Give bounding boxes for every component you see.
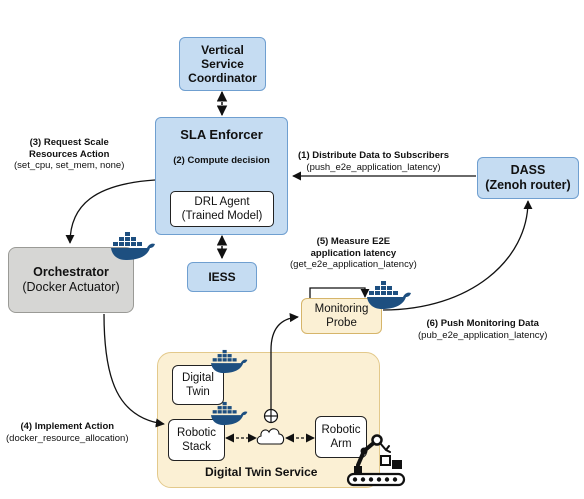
dass-node: DASS (Zenoh router)	[477, 157, 579, 199]
vsc-label-line2: Service	[201, 57, 244, 71]
edge-5-title-line1: (5) Measure E2E	[316, 236, 391, 247]
drl-agent-label-line1: DRL Agent	[194, 196, 250, 208]
edge-4-sub: (docker_resource_allocation)	[6, 432, 129, 444]
edge-junction-to-probe	[270, 313, 299, 412]
edge-5-measure-loop	[309, 287, 370, 300]
edge-1-label: (1) Distribute Data to Subscribers (push…	[298, 150, 449, 173]
drl-agent-node: DRL Agent (Trained Model)	[170, 191, 274, 227]
dass-label-line1: DASS	[510, 163, 546, 177]
edge-3-title-line1: (3) Request Scale	[29, 137, 109, 148]
robot-arm-icon	[346, 434, 406, 487]
digital-twin-node: Digital Twin	[172, 365, 224, 405]
robotic-arm-node: Robotic Arm	[315, 416, 367, 458]
orchestrator-node: Orchestrator (Docker Actuator)	[8, 247, 134, 313]
digital-twin-service-title: Digital Twin Service	[205, 465, 318, 479]
robotic-stack-label-line1: Robotic	[177, 427, 216, 439]
edge-1-sub: (push_e2e_application_latency)	[306, 161, 441, 173]
monitoring-probe-node: Monitoring Probe	[301, 298, 382, 334]
edge-6-sub: (pub_e2e_application_latency)	[418, 329, 548, 341]
orchestrator-label-line1: Orchestrator	[33, 265, 109, 279]
sla-enforcer-title: SLA Enforcer	[180, 127, 263, 142]
digital-twin-label-line1: Digital	[182, 372, 214, 384]
edge-5-title-line2: application latency	[310, 247, 397, 259]
robotic-arm-label-line2: Arm	[330, 438, 352, 450]
docker-icon	[211, 349, 248, 374]
orchestrator-label-line2: (Docker Actuator)	[22, 280, 120, 294]
robotic-stack-node: Robotic Stack	[168, 419, 225, 461]
docker-icon	[111, 232, 155, 260]
edge-4-title: (4) Implement Action	[20, 421, 115, 432]
vsc-label-line3: Coordinator	[188, 71, 257, 85]
edge-4-label: (4) Implement Action (docker_resource_al…	[6, 421, 129, 444]
monitoring-probe-label-line1: Monitoring	[314, 303, 369, 315]
edge-3-sla-to-orchestrator	[65, 179, 156, 244]
edge-3-label: (3) Request Scale Resources Action (set_…	[14, 137, 124, 172]
digital-twin-label-line2: Twin	[186, 386, 210, 398]
docker-icon	[367, 281, 411, 309]
vsc-label-line1: Vertical	[201, 43, 244, 57]
edge-6-probe-to-dass	[382, 200, 533, 311]
iess-node: IESS	[187, 262, 257, 292]
robotic-stack-label-line2: Stack	[182, 441, 211, 453]
dass-label-line2: (Zenoh router)	[485, 178, 571, 192]
vertical-service-coordinator-node: Vertical Service Coordinator	[179, 37, 266, 91]
edge-5-sub: (get_e2e_application_latency)	[290, 259, 417, 270]
edge-3-sub: (set_cpu, set_mem, none)	[14, 160, 125, 171]
drl-agent-label-line2: (Trained Model)	[181, 210, 263, 222]
monitoring-probe-label-line2: Probe	[326, 317, 357, 329]
edge-4-orchestrator-to-stack	[103, 313, 165, 428]
edge-5-label: (5) Measure E2E application latency (get…	[290, 236, 417, 271]
edge-6-label: (6) Push Monitoring Data (pub_e2e_applic…	[418, 318, 547, 341]
cloud-icon	[256, 408, 285, 445]
compute-decision-label: (2) Compute decision	[173, 155, 270, 166]
docker-icon	[211, 401, 248, 426]
edge-1-title: (1) Distribute Data to Subscribers	[298, 150, 449, 161]
iess-label: IESS	[208, 270, 236, 284]
edge-3-title-line2: Resources Action	[28, 148, 110, 160]
edge-6-title: (6) Push Monitoring Data	[426, 318, 539, 329]
robotic-arm-label-line1: Robotic	[321, 424, 361, 436]
